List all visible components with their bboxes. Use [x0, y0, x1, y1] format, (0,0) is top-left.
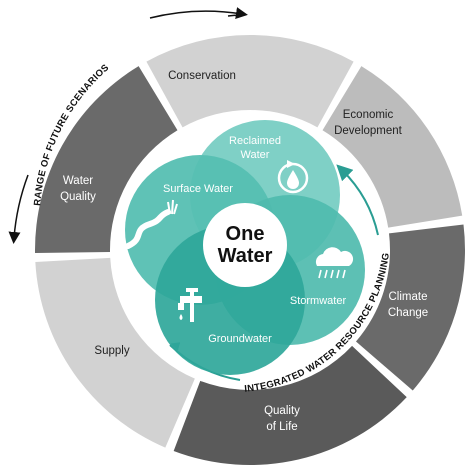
economic-segment — [322, 66, 463, 228]
quality-life-segment — [173, 345, 407, 465]
quality-life-label-1: Quality — [264, 405, 300, 417]
surface-label: Surface Water — [163, 183, 233, 195]
economic-label-2: Development — [334, 125, 403, 137]
water-quality-segment — [35, 66, 178, 254]
quality-life-label-2: of Life — [266, 421, 297, 433]
climate-label-1: Climate — [389, 291, 428, 303]
climate-label-2: Change — [388, 307, 428, 319]
recycle-droplet-icon — [277, 160, 309, 194]
water-quality-label-1: Water — [63, 175, 93, 187]
supply-label: Supply — [94, 345, 129, 357]
rain-cloud-icon — [315, 247, 354, 279]
future-arrow-right — [149, 7, 248, 19]
climate-segment — [355, 224, 465, 391]
top-arrow — [227, 14, 241, 17]
planning-arrow-right — [336, 164, 379, 236]
economic-label-1: Economic — [343, 109, 394, 121]
stormwater-label: Stormwater — [290, 295, 347, 307]
center-label-2: Water — [218, 245, 273, 267]
supply-segment — [35, 257, 195, 448]
outer-ring — [35, 35, 465, 465]
reclaimed-label-2: Water — [241, 149, 270, 161]
reclaimed-label-1: Reclaimed — [229, 135, 281, 147]
conservation-label: Conservation — [168, 70, 236, 82]
groundwater-label: Groundwater — [208, 333, 272, 345]
conservation-segment — [146, 35, 354, 128]
water-quality-label-2: Quality — [60, 191, 96, 203]
river-icon — [125, 199, 178, 249]
center-label-1: One — [226, 223, 265, 245]
faucet-icon — [178, 288, 202, 322]
future-arrow-left — [8, 174, 29, 244]
center-circle — [203, 203, 287, 287]
